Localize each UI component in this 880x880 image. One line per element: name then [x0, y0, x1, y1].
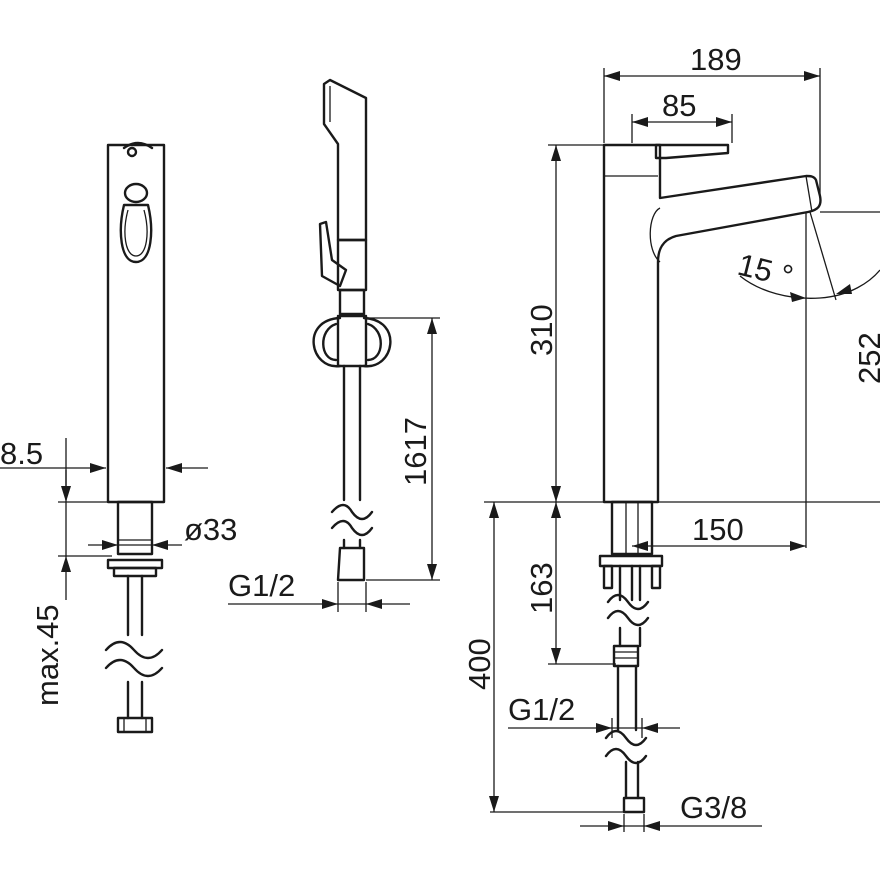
thread-shower-label: G1/2 — [228, 568, 295, 603]
hose-nut-side — [612, 644, 640, 668]
side-view: 189 85 310 252 15 ° 150 — [462, 42, 880, 832]
shank-offset-label: 8.5 — [0, 436, 43, 471]
lever-side — [654, 143, 730, 160]
body-height-label: 310 — [524, 304, 559, 356]
angle-label: 15 ° — [734, 247, 796, 294]
supply-nut-side — [622, 796, 646, 814]
faucet-body-side — [602, 143, 822, 504]
width-total-label: 189 — [690, 42, 742, 77]
below-deck-label: 163 — [524, 562, 559, 614]
faucet-body-front — [106, 143, 166, 504]
front-view: 8.5 max.45 ø33 — [0, 141, 237, 734]
supply-nut — [116, 716, 154, 734]
lever-front — [123, 182, 149, 204]
shower-hose-label: 1617 — [398, 417, 433, 486]
thread-supply-end-label: G3/8 — [680, 790, 747, 825]
hand-shower-view: 1617 G1/2 — [228, 78, 440, 612]
deck-thickness-label: max.45 — [30, 604, 65, 706]
lever-width-label: 85 — [662, 88, 696, 123]
shower-trigger — [318, 220, 348, 288]
shank-diameter-label: ø33 — [184, 512, 237, 547]
reach-label: 150 — [692, 512, 744, 547]
lever-top — [122, 141, 154, 150]
hose-connector — [336, 546, 366, 582]
spout-height-label: 252 — [852, 332, 880, 384]
thread-supply-label: G1/2 — [508, 692, 575, 727]
supply-length-label: 400 — [462, 638, 497, 690]
